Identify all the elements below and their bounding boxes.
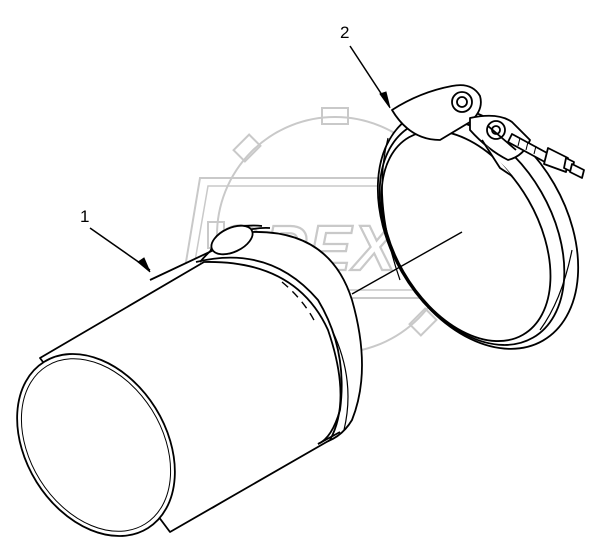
clamp-bolt [507, 133, 585, 179]
clamp-part [376, 84, 585, 350]
callout-label-2: 2 [340, 23, 349, 42]
pipe-part [16, 224, 363, 537]
assembly-line [351, 231, 463, 295]
callout-label-1: 1 [80, 207, 89, 226]
pipe-front-opening [16, 353, 176, 537]
clamp-latch [391, 84, 531, 177]
callout-1: 1 [80, 207, 151, 273]
callout-2: 2 [340, 23, 391, 109]
